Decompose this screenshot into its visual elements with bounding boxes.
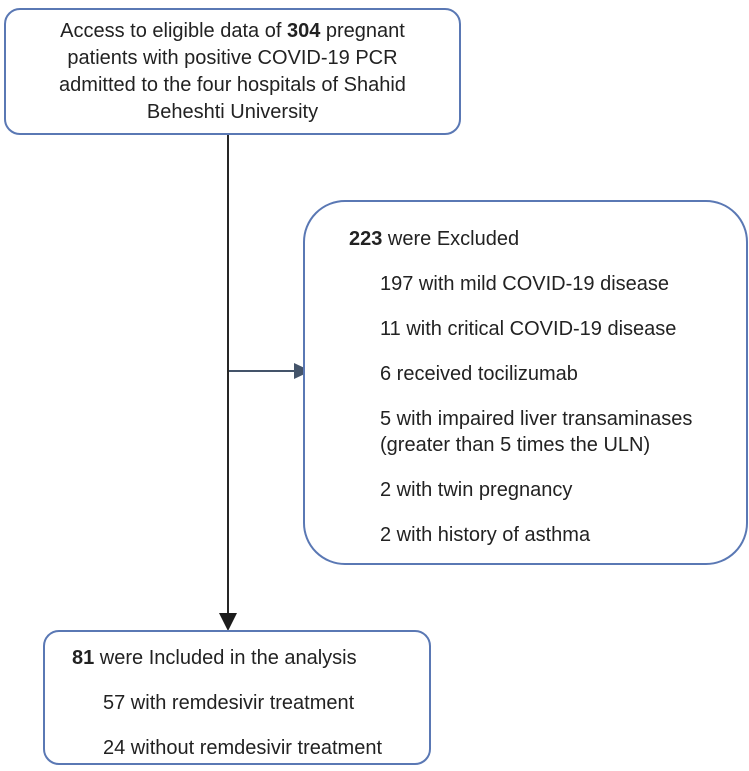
enrollment-text-line: Access to eligible data of 304 pregnant [60,18,405,45]
enrollment-text-line: Beheshti University [147,99,318,126]
enrollment-text: admitted to the four hospitals of Shahid [59,73,406,96]
included-title: 81 were Included in the analysis [72,645,417,671]
excluded-title: 223 were Excluded [349,226,728,252]
enrollment-text: Access to eligible data of [60,19,287,42]
enrollment-count: 304 [286,19,321,42]
enrollment-text-line: admitted to the four hospitals of Shahid [59,72,406,99]
down-arrowhead-icon [219,613,237,631]
excluded-item: 2 with history of asthma [380,524,591,546]
excluded-item: 197 with mild COVID-19 disease [380,273,670,295]
included-title-text: were Included in the analysis [94,647,357,669]
included-item: 57 with remdesivir treatment [103,692,355,714]
excluded-box: 223 were Excluded 197 with mild COVID-19… [303,200,748,565]
excluded-item: 11 with critical COVID-19 disease [380,318,677,340]
included-count: 81 [72,647,95,669]
excluded-item: 2 with twin pregnancy [380,479,573,501]
exclusion-branch-line [229,370,295,372]
excluded-count: 223 [349,228,383,250]
enrollment-text-line: patients with positive COVID-19 PCR [67,45,397,72]
enrollment-text: Beheshti University [146,100,319,123]
excluded-item: 6 received tocilizumab [380,363,578,385]
included-item: 24 without remdesivir treatment [103,737,383,759]
enrollment-box: Access to eligible data of 304 pregnant … [4,8,461,135]
enrollment-text: patients with positive COVID-19 PCR [67,46,398,69]
excluded-title-text: were Excluded [382,228,520,250]
vertical-flow-line [227,135,229,615]
enrollment-text: pregnant [320,19,405,42]
included-box: 81 were Included in the analysis 57 with… [43,630,431,765]
excluded-item: 5 with impaired liver transaminases (gre… [380,408,693,456]
